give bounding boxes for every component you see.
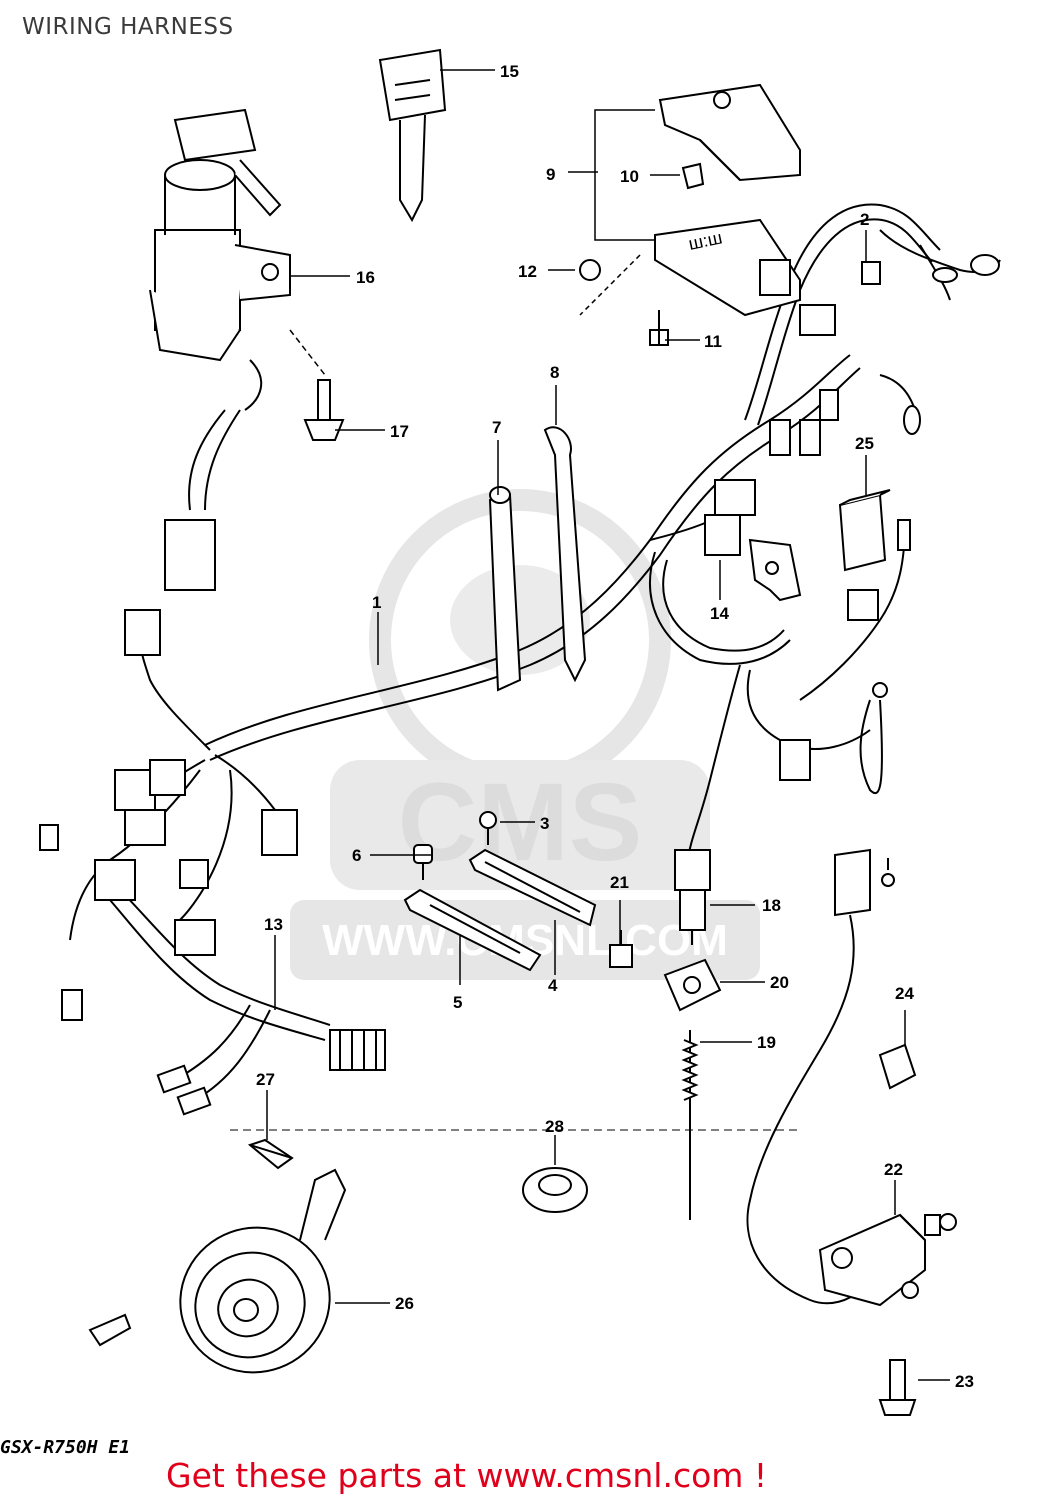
callout-3: 3 [540, 814, 549, 833]
callout-14: 14 [710, 604, 729, 623]
callout-9: 9 [546, 165, 555, 184]
grommet [230, 1129, 800, 1213]
callout-1: 1 [372, 593, 381, 612]
callout-18: 18 [762, 896, 781, 915]
side-stand-switch [746, 848, 957, 1416]
page-title: WIRING HARNESS [22, 14, 234, 40]
horn [179, 1138, 347, 1374]
ignition-switch [149, 108, 291, 591]
relay [838, 489, 891, 572]
callout-16: 16 [356, 268, 375, 287]
callout-25: 25 [855, 434, 874, 453]
callout-27: 27 [256, 1070, 275, 1089]
watermark: CMS WWW.CMSNL.COM [290, 489, 760, 980]
callout-6: 6 [352, 846, 361, 865]
callout-11: 11 [704, 332, 722, 351]
fuse-box-assembly: ш:ш [579, 83, 801, 346]
harness-connectors [39, 261, 881, 1021]
callout-8: 8 [550, 363, 559, 382]
callout-labels: 15 16 17 9 10 12 11 2 8 7 25 1 14 3 6 21… [256, 62, 974, 1391]
connector-bracket [748, 538, 802, 602]
callout-19: 19 [757, 1033, 776, 1052]
callout-23: 23 [955, 1372, 974, 1391]
parts-link[interactable]: Get these parts at www.cmsnl.com ! [166, 1456, 768, 1495]
callout-24: 24 [895, 984, 914, 1003]
front-arrow-icon [88, 1313, 132, 1347]
clamp-bands [488, 426, 587, 692]
callout-4: 4 [548, 976, 558, 995]
fuse-box-leaders [579, 109, 655, 316]
callout-13: 13 [264, 915, 283, 934]
callout-2: 2 [860, 210, 869, 229]
callout-10: 10 [620, 167, 639, 186]
callout-26: 26 [395, 1294, 414, 1313]
callout-15: 15 [500, 62, 519, 81]
callout-5: 5 [453, 993, 462, 1012]
wire-leads [799, 229, 1001, 795]
clamp-plates [403, 811, 597, 972]
main-wiring-harness [69, 203, 941, 941]
bolt-17 [303, 379, 345, 441]
leader-lines [266, 69, 950, 1381]
callout-20: 20 [770, 973, 789, 992]
key [378, 48, 447, 223]
callout-21: 21 [610, 873, 629, 892]
callout-12: 12 [518, 262, 537, 281]
sub-harness [109, 889, 386, 1116]
callout-7: 7 [492, 418, 501, 437]
callout-22: 22 [884, 1160, 903, 1179]
callout-28: 28 [545, 1117, 564, 1136]
brake-light-switch [609, 849, 722, 1220]
model-code: GSX-R750H E1 [0, 1437, 131, 1458]
callout-17: 17 [390, 422, 409, 441]
